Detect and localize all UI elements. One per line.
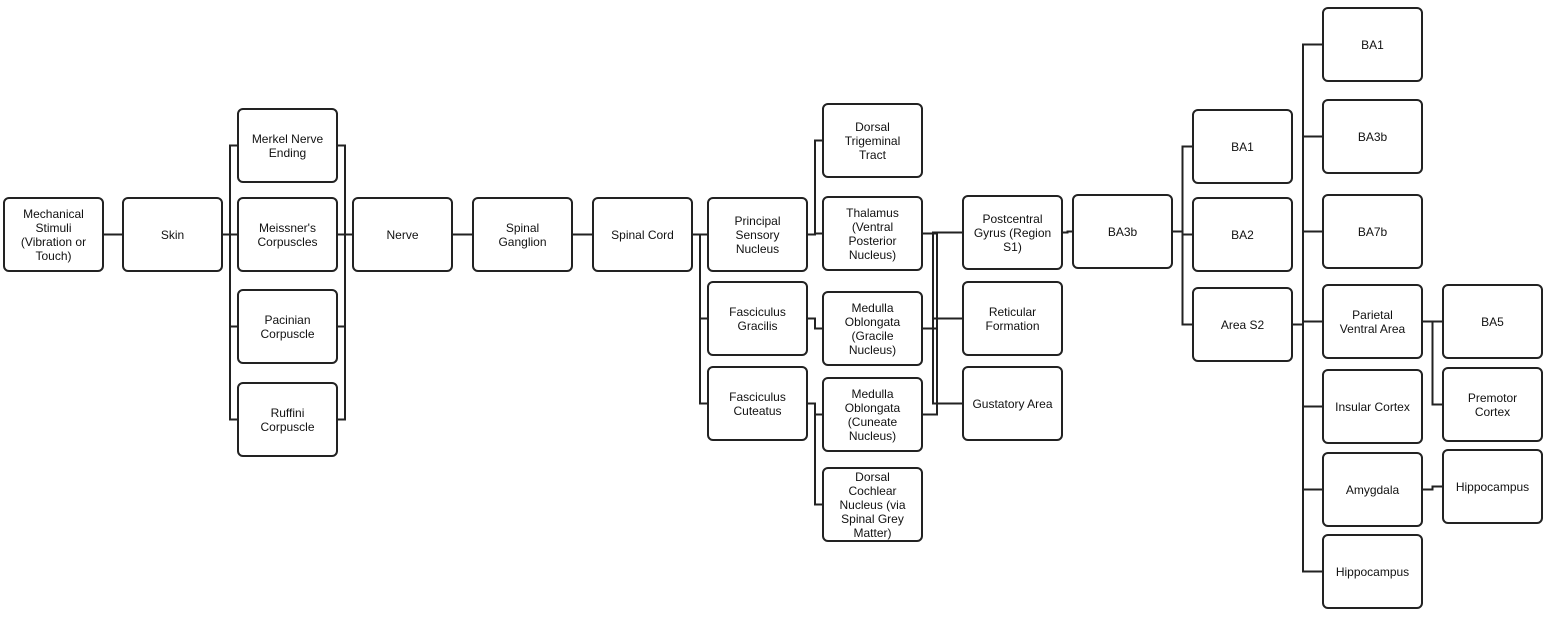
node-premotor-cortex: Premotor Cortex xyxy=(1442,367,1543,442)
connector-ba3b_mid-to-ba1_mid xyxy=(1173,145,1192,233)
connector-amygdala-to-hippocampus_right xyxy=(1423,485,1442,491)
connector-medulla_cuneate-to-thalamus xyxy=(923,232,938,416)
node-mechanical-stimuli: Mechanical Stimuli (Vibration or Touch) xyxy=(3,197,104,272)
connector-ruffini-to-nerve xyxy=(338,233,352,421)
node-spinal-ganglion: Spinal Ganglion xyxy=(472,197,573,272)
node-nerve: Nerve xyxy=(352,197,453,272)
node-ba2: BA2 xyxy=(1192,197,1293,272)
node-hippocampus-lower: Hippocampus xyxy=(1322,534,1423,609)
node-fasciculus-cuteatus: Fasciculus Cuteatus xyxy=(707,366,808,441)
connector-medulla_gracile-to-thalamus xyxy=(923,232,938,330)
connector-area_s2-to-ba7b xyxy=(1293,230,1322,326)
connector-area_s2-to-hippocampus_bottom xyxy=(1293,323,1322,573)
node-hippocampus-right: Hippocampus xyxy=(1442,449,1543,524)
node-medulla-oblongata-cuneate: Medulla Oblongata (Cuneate Nucleus) xyxy=(822,377,923,452)
node-area-s2: Area S2 xyxy=(1192,287,1293,362)
node-fasciculus-gracilis: Fasciculus Gracilis xyxy=(707,281,808,356)
node-spinal-cord: Spinal Cord xyxy=(592,197,693,272)
connector-fasc_gracilis-to-medulla_gracile xyxy=(808,317,822,330)
connector-area_s2-to-insular xyxy=(1293,323,1322,408)
node-skin: Skin xyxy=(122,197,223,272)
node-thalamus: Thalamus (Ventral Posterior Nucleus) xyxy=(822,196,923,271)
node-meissners-corpuscles: Meissner's Corpuscles xyxy=(237,197,338,272)
node-parietal-ventral-area: Parietal Ventral Area xyxy=(1322,284,1423,359)
connector-skin-to-merkel xyxy=(223,144,237,236)
node-dorsal-cochlear-nucleus: Dorsal Cochlear Nucleus (via Spinal Grey… xyxy=(822,467,923,542)
node-merkel-nerve-ending: Merkel Nerve Ending xyxy=(237,108,338,183)
node-reticular-formation: Reticular Formation xyxy=(962,281,1063,356)
node-ba7b: BA7b xyxy=(1322,194,1423,269)
node-gustatory-area: Gustatory Area xyxy=(962,366,1063,441)
node-insular-cortex: Insular Cortex xyxy=(1322,369,1423,444)
node-postcentral-gyrus: Postcentral Gyrus (Region S1) xyxy=(962,195,1063,270)
node-pacinian-corpuscle: Pacinian Corpuscle xyxy=(237,289,338,364)
node-ba1: BA1 xyxy=(1192,109,1293,184)
connector-merkel-to-nerve xyxy=(338,144,352,236)
node-medulla-oblongata-gracile: Medulla Oblongata (Gracile Nucleus) xyxy=(822,291,923,366)
connector-principal_sensory-to-thalamus xyxy=(808,232,822,236)
node-principal-sensory-nucleus: Principal Sensory Nucleus xyxy=(707,197,808,272)
connector-area_s2-to-ba1_right xyxy=(1293,43,1322,326)
node-ruffini-corpuscle: Ruffini Corpuscle xyxy=(237,382,338,457)
node-ba3b-cortex: BA3b xyxy=(1322,99,1423,174)
connector-skin-to-ruffini xyxy=(223,233,237,421)
connector-spinal_cord-to-fasc_cuteatus xyxy=(693,233,707,405)
connector-principal_sensory-to-dorsal_trigeminal xyxy=(808,139,822,236)
node-ba1-cortex: BA1 xyxy=(1322,7,1423,82)
connector-ba3b_mid-to-area_s2 xyxy=(1173,230,1192,326)
node-ba5: BA5 xyxy=(1442,284,1543,359)
connector-postcentral-to-ba3b_mid xyxy=(1063,230,1072,234)
connector-parietal_ventral-to-premotor xyxy=(1423,320,1442,406)
connector-thalamus-to-reticular xyxy=(923,232,962,320)
node-dorsal-trigeminal-tract: Dorsal Trigeminal Tract xyxy=(822,103,923,178)
node-ba3b: BA3b xyxy=(1072,194,1173,269)
node-amygdala: Amygdala xyxy=(1322,452,1423,527)
connector-fasc_cuteatus-to-dorsal_cochlear xyxy=(808,402,822,506)
